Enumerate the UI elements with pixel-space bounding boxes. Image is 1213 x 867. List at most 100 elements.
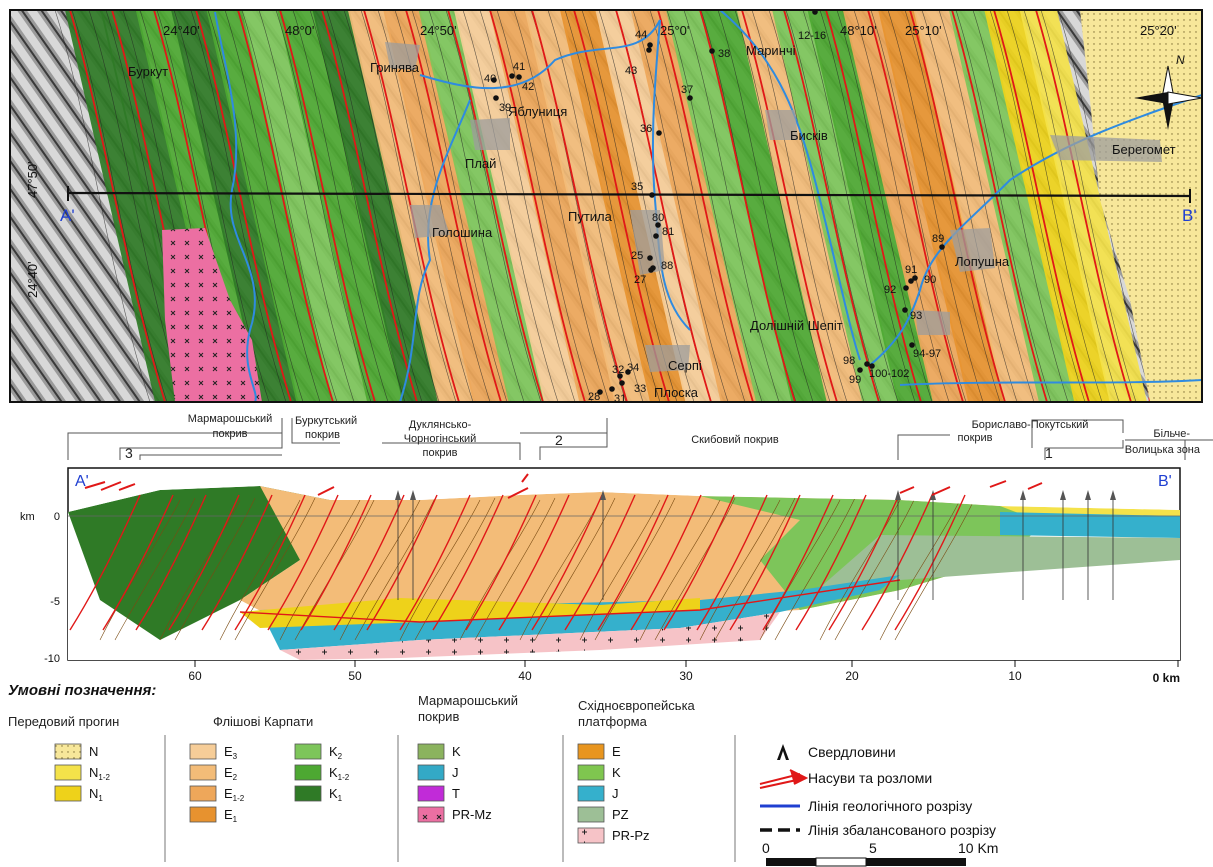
well-number: 37 [681,84,693,96]
legend-symbol-label: Насуви та розломи [808,770,932,786]
legend-group-title: платформа [578,714,648,729]
well-number: 91 [905,264,917,276]
scale-tick: 5 [869,840,877,856]
legend-label: K1 [329,786,343,803]
depth-tick: -10 [44,653,60,665]
well-dot [653,233,659,239]
distance-tick: 60 [188,669,202,683]
legend-swatch [294,764,322,781]
distance-tick: 20 [845,669,859,683]
well-dot [509,73,515,79]
legend-symbol-label: Свердловини [808,744,896,760]
legend-group-title: Східноєвропейська [578,698,696,713]
well-number: 12-16 [798,30,826,42]
well-number: 34 [627,362,639,374]
legend-swatch [54,785,82,802]
unit-label: Мармарошський [188,413,273,425]
legend-swatches: NN1-2N1E3E2E1-2E1K2K1-2K1KJTPR-MzEKJPZPR… [54,743,650,844]
scale-tick: 10 Km [958,840,998,856]
legend-label: E1 [224,807,238,824]
place-label: Буркут [128,64,168,79]
well-number: 98 [843,355,855,367]
place-label: Голошина [432,225,493,240]
well-number: 100-102 [869,368,909,380]
legend-label: N [89,744,98,759]
legend-swatch [577,827,605,844]
section-end-right: B' [1158,473,1172,490]
well-dot [648,267,654,273]
well-dot [908,278,914,284]
legend-label: J [452,765,459,780]
place-label: Лопушна [955,254,1010,269]
legend-swatch [577,806,605,823]
well-number: 94-97 [913,348,941,360]
legend-label: K [452,744,461,759]
well-icon [600,490,606,500]
section-line-map [67,191,1191,198]
well-icon [1110,490,1116,500]
well-dot [709,48,715,54]
well-number: 99 [849,374,861,386]
well-number: 43 [625,65,637,77]
depth-unit: km [20,511,35,523]
well-number: 35 [631,181,643,193]
cross-section: A' B' km 0 -5 -10 60 50 40 30 20 10 0 km [20,467,1181,685]
legend-swatch [417,764,445,781]
well-dot [597,389,603,395]
well-number: 27 [634,274,646,286]
depth-axis: km 0 -5 -10 [20,511,60,665]
legend-group-title: Флішові Карпати [213,714,313,729]
coord-label: 25°10' [905,23,942,38]
well-symbol-icon [777,744,789,760]
legend-label: PR-Pz [612,828,650,843]
well-number: 40 [484,73,496,85]
legend-group-title: покрив [418,709,459,724]
legend-label: K [612,765,621,780]
depth-tick: 0 [54,511,60,523]
well-dot [864,361,870,367]
legend-label: E2 [224,765,238,782]
well-number: 39 [499,102,511,114]
well-dot [491,77,497,83]
well-icon [1060,490,1066,500]
unit-label: покрив [305,429,340,441]
well-dot [812,10,818,15]
well-dot [625,369,631,375]
well-number: 93 [910,310,922,322]
legend-symbol-label: Лінія геологічного розрізу [808,798,972,814]
unit-label: Скибовий покрив [691,434,779,446]
unit-mark: 1 [1045,445,1053,461]
well-dot [493,95,499,101]
well-number: 25 [631,250,643,262]
section-faults [69,494,966,631]
unit-label: Бориславо-Покутський [972,419,1089,431]
well-dot [656,130,662,136]
legend-swatch [294,743,322,760]
depth-tick: -5 [50,596,60,608]
well-number: 32 [612,364,624,376]
distance-tick: 0 km [1153,671,1180,685]
legend-swatch [54,743,82,760]
well-icon [395,490,401,500]
coord-label: 24°50' [420,23,457,38]
well-dot [609,386,615,392]
coord-label: 48°10' [840,23,877,38]
place-label: Маринчі [746,43,796,58]
unit-label: Дуклянсько- [409,419,472,431]
scale-tick: 0 [762,840,770,856]
well-number: 28 [588,391,600,403]
legend-group-title: Передовий прогин [8,714,119,729]
well-dot [869,363,875,369]
unit-label: Більче- [1153,428,1190,440]
legend-swatch [577,764,605,781]
coord-label: 25°20' [1140,23,1177,38]
map-frame [9,9,1203,403]
place-label: Серпі [668,358,702,373]
place-label: Яблуниця [508,104,567,119]
geologic-map: 24°40' 48°0' 24°50' 25°0' 48°10' 25°10' … [9,9,1203,405]
map-wells [491,10,945,395]
legend-swatch [577,785,605,802]
compass-rose: N [1134,53,1203,130]
well-dot [649,192,655,198]
place-label: Плоска [654,385,699,400]
